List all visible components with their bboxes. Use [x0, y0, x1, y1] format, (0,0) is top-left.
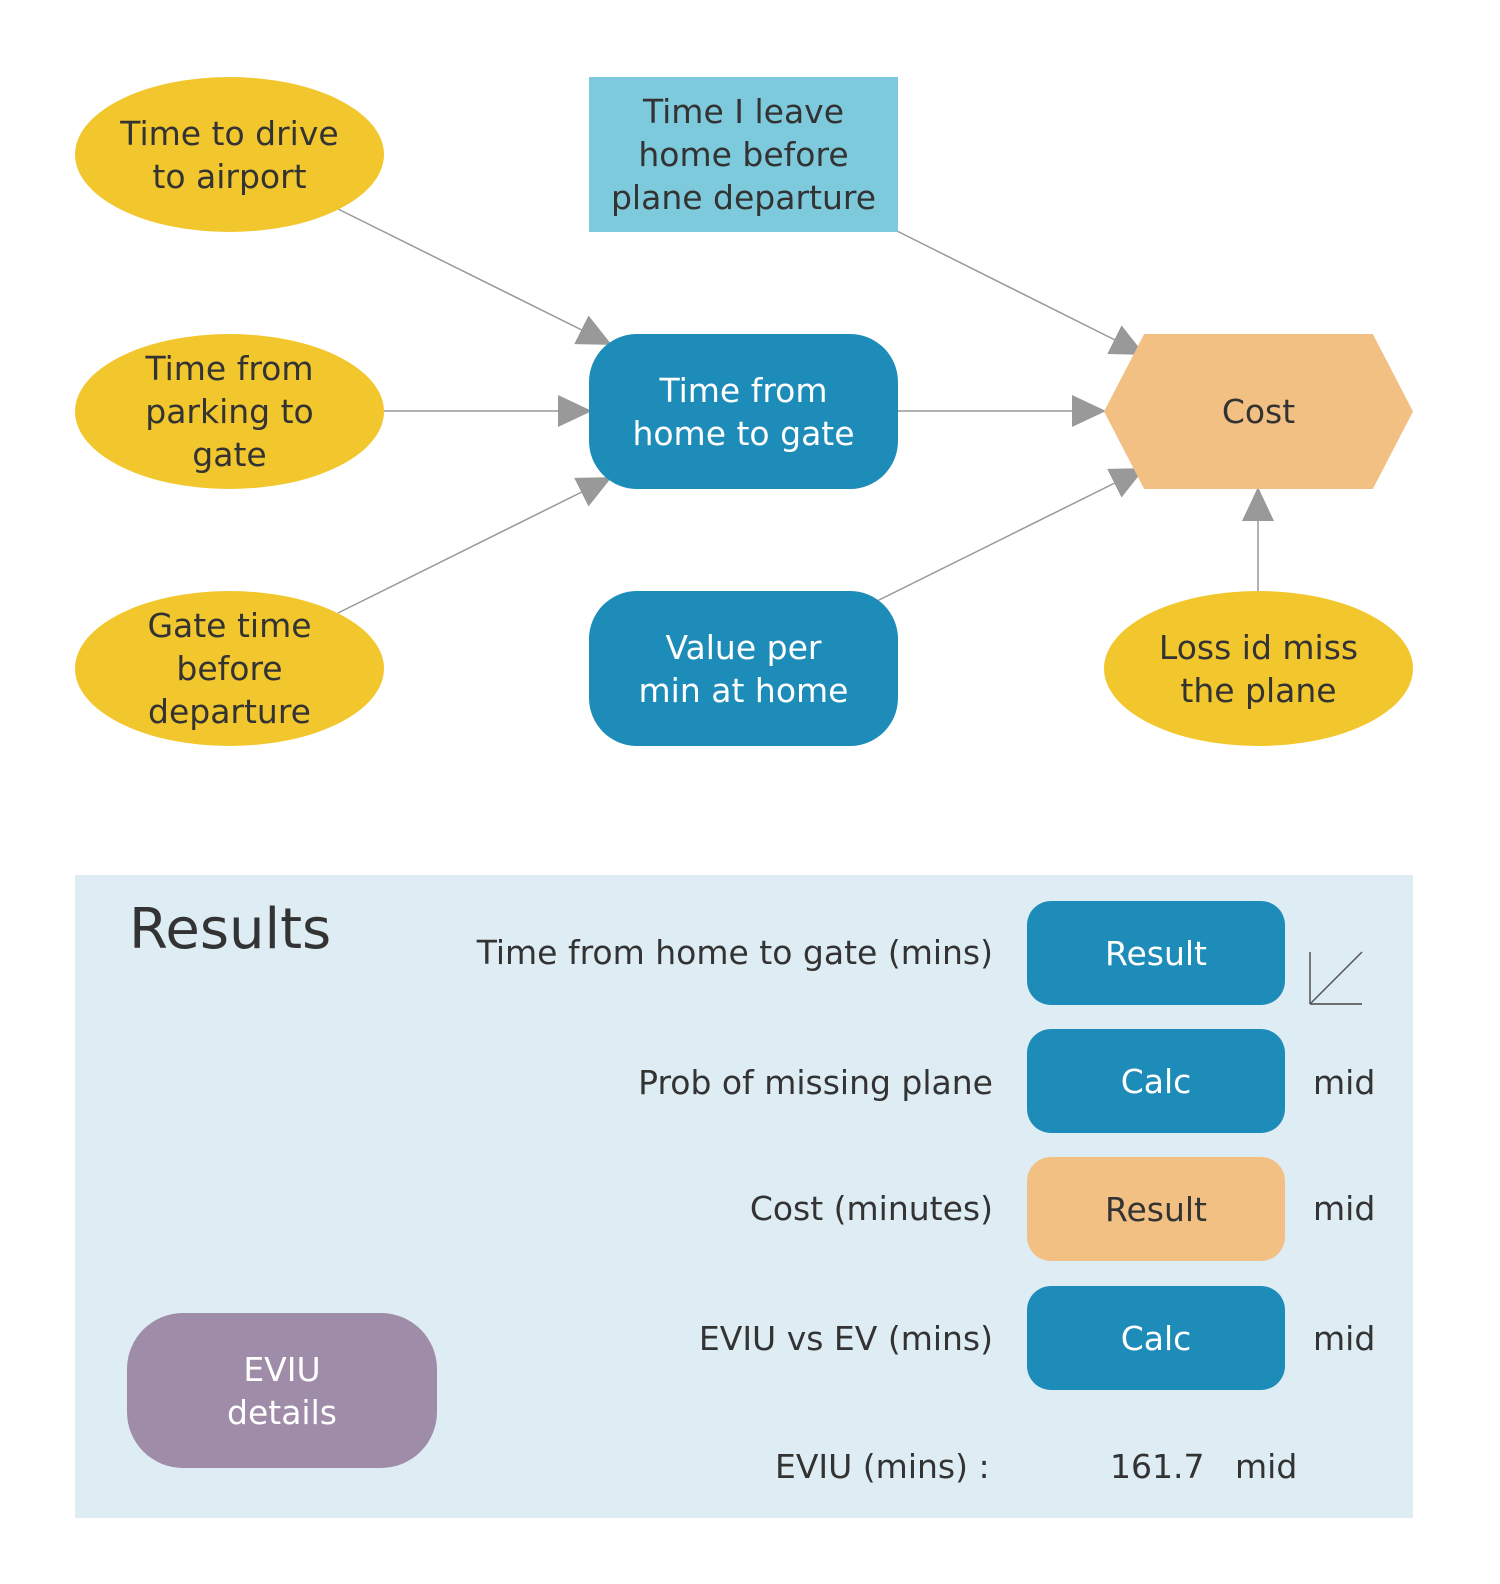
eviu-details-button[interactable]: EVIU details	[127, 1313, 437, 1468]
line-chart-icon[interactable]	[1308, 950, 1364, 1006]
node-label: Time I leave home before plane departure	[610, 92, 877, 217]
eviu-unit: mid	[1235, 1447, 1298, 1486]
node-label: Value per min at home	[638, 627, 849, 710]
unit-prob-missing: mid	[1313, 1063, 1376, 1102]
eviu-details-label: EVIU details	[227, 1349, 337, 1432]
unit-eviu-vs-ev: mid	[1313, 1319, 1376, 1358]
node-label: Time from parking to gate	[145, 349, 314, 474]
eviu-label: EVIU (mins) :	[775, 1447, 990, 1486]
edge-leave-home-to-cost	[896, 230, 1145, 355]
calc-button-eviu-vs-ev[interactable]: Calc	[1027, 1286, 1285, 1390]
node-time-parking-to-gate[interactable]: Time from parking to gate	[75, 334, 384, 489]
node-time-home-to-gate[interactable]: Time from home to gate	[589, 334, 898, 489]
results-title: Results	[129, 897, 332, 962]
row-label-prob-missing: Prob of missing plane	[638, 1063, 993, 1102]
row-label-cost: Cost (minutes)	[749, 1189, 993, 1228]
results-panel: Results Time from home to gate (mins) Re…	[75, 875, 1413, 1518]
node-label: Loss id miss the plane	[1158, 627, 1359, 710]
result-button-time-home-gate[interactable]: Result	[1027, 901, 1285, 1005]
node-gate-time-before-departure[interactable]: Gate time before departure	[75, 591, 384, 746]
row-label-eviu-vs-ev: EVIU vs EV (mins)	[698, 1319, 993, 1358]
node-loss-miss-plane[interactable]: Loss id miss the plane	[1104, 591, 1413, 746]
node-label: Gate time before departure	[147, 606, 312, 731]
node-value-per-min[interactable]: Value per min at home	[589, 591, 898, 746]
node-cost[interactable]: Cost	[1104, 334, 1413, 489]
node-label: Time to drive to airport	[120, 113, 339, 196]
node-time-to-drive[interactable]: Time to drive to airport	[75, 77, 384, 232]
node-label: Cost	[1221, 392, 1296, 431]
row-label-time-home-gate: Time from home to gate (mins)	[476, 933, 993, 972]
node-label: Time from home to gate	[632, 370, 855, 453]
edge-value-to-cost	[876, 468, 1145, 602]
eviu-value: 161.7	[1110, 1447, 1205, 1486]
unit-cost: mid	[1313, 1189, 1376, 1228]
result-button-cost[interactable]: Result	[1027, 1157, 1285, 1261]
node-time-leave-home[interactable]: Time I leave home before plane departure	[589, 77, 898, 232]
calc-button-prob-missing[interactable]: Calc	[1027, 1029, 1285, 1133]
edge-drive-to-home-gate	[337, 208, 612, 345]
edge-gate-time-to-home-gate	[337, 477, 612, 614]
